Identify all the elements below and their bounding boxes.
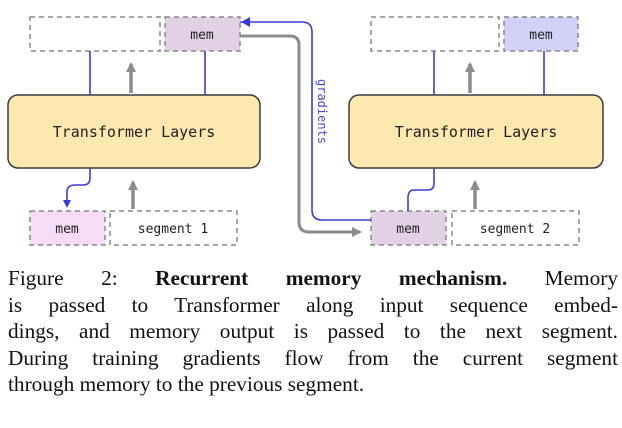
recurrent-memory-diagram: mem Transformer Layers mem segment 1 mem… [7, 16, 604, 246]
gradients-label: gradients [315, 79, 329, 144]
right-segment-label: segment 2 [480, 222, 550, 237]
right-mem-in-label: mem [396, 222, 420, 237]
caption-title: Recurrent memory mechanism. [155, 266, 508, 290]
left-mem-in-box [29, 210, 106, 246]
caption-line-5: through memory to the previous segment. [8, 372, 365, 397]
left-segment-label: segment 1 [138, 222, 208, 237]
memory-forward-connector [240, 21, 371, 221]
figure-caption: Figure 2: Recurrent memory mechanism. Me… [8, 265, 618, 398]
left-mem-out-box [164, 16, 241, 52]
figure-label: Figure 2: [8, 266, 118, 290]
caption-line-1: Figure 2: Recurrent memory mechanism. Me… [8, 265, 618, 292]
left-mem-out-label: mem [190, 28, 214, 43]
left-segment-box [109, 210, 238, 246]
caption-line-4: During training gradients flow from the … [8, 345, 618, 370]
right-mem-out-box [503, 16, 579, 52]
right-segment-box [451, 210, 580, 246]
caption-line-3: dings, and memory output is passed to th… [8, 319, 618, 344]
caption-line-1-rest: Memory [544, 266, 618, 290]
left-output-box [29, 16, 161, 52]
caption-line-2: is passed to Transformer along input seq… [8, 292, 618, 317]
left-transformer-label: Transformer Layers [53, 123, 216, 141]
left-mem-in-label: mem [55, 222, 79, 237]
gradients-flow-connector [240, 34, 362, 237]
right-output-box [370, 16, 500, 52]
left-transformer-block [7, 94, 261, 169]
right-mem-out-label: mem [529, 28, 553, 43]
right-transformer-block [348, 94, 604, 169]
right-transformer-label: Transformer Layers [395, 123, 558, 141]
